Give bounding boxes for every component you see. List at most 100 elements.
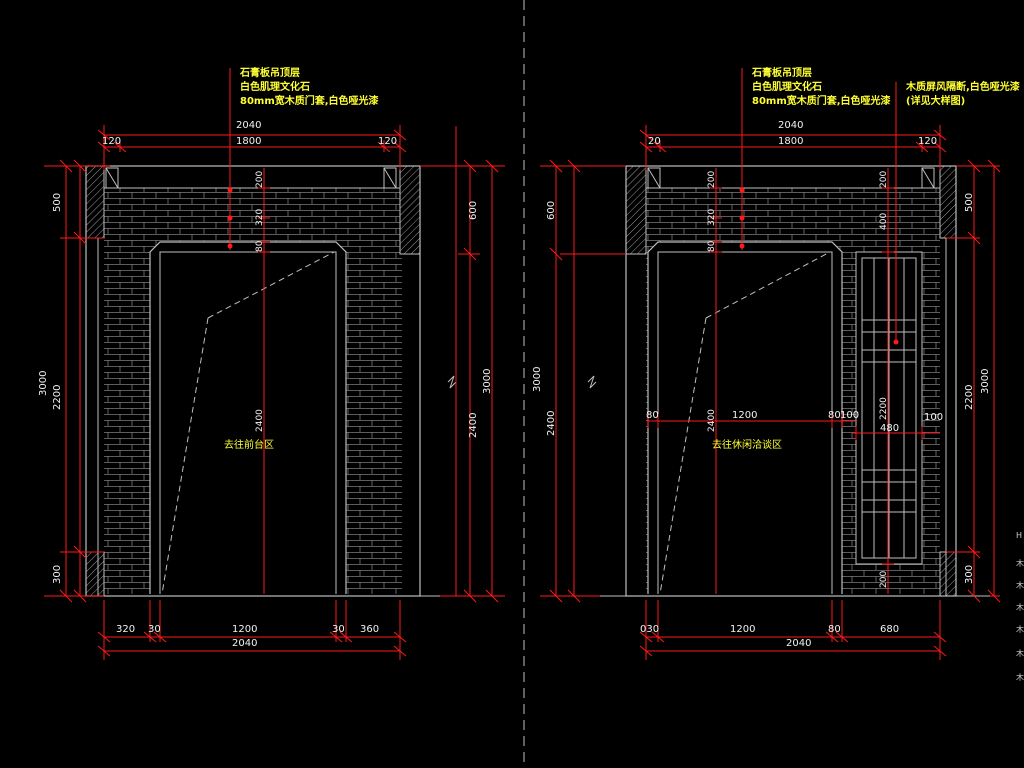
screen-v-3: 2200 bbox=[879, 397, 889, 420]
edge-glyph: 木 bbox=[1016, 672, 1024, 682]
right-bottom-seg-1: 030 bbox=[640, 624, 659, 635]
right-leader-points bbox=[739, 187, 899, 345]
screen-v-4: 200 bbox=[879, 571, 889, 588]
left-dim-left-1: 500 bbox=[52, 193, 63, 212]
left-dim-right-2: 2400 bbox=[468, 413, 479, 438]
left-note-ceiling: 石膏板吊顶层 bbox=[239, 66, 300, 79]
left-bottom-seg-5: 360 bbox=[360, 624, 379, 635]
right-dim-right-3: 300 bbox=[964, 565, 975, 584]
left-note-stone: 白色肌理文化石 bbox=[240, 80, 310, 93]
middle-dim-6: 100 bbox=[924, 412, 943, 423]
left-bottom-seg-2: 30 bbox=[148, 624, 161, 635]
middle-dim-3: 80 bbox=[828, 410, 841, 421]
left-top-seg-3: 120 bbox=[378, 136, 397, 147]
left-bottom-total: 2040 bbox=[232, 638, 257, 649]
middle-dim-4: 100 bbox=[840, 410, 859, 421]
left-inner-v-4: 2400 bbox=[255, 409, 265, 432]
edge-glyphs: H 木 木 木 木 木 木 bbox=[1016, 531, 1024, 682]
right-bottom-seg-2: 1200 bbox=[730, 624, 755, 635]
right-hatch-col-bottom-right bbox=[939, 551, 957, 597]
left-top-seg-2: 1800 bbox=[236, 136, 261, 147]
edge-glyph: 木 bbox=[1016, 580, 1024, 590]
screen-lattice bbox=[862, 258, 916, 558]
right-vent-x1 bbox=[647, 167, 661, 189]
left-hatch-col-top-right bbox=[399, 165, 421, 255]
edge-glyph: H bbox=[1016, 531, 1022, 540]
left-door-leaf-2 bbox=[161, 317, 209, 595]
right-dim-right-total: 3000 bbox=[980, 369, 991, 394]
right-top-seg-2: 1800 bbox=[778, 136, 803, 147]
left-door-frame-inner bbox=[159, 251, 337, 594]
middle-dim-5: 480 bbox=[880, 423, 899, 434]
left-vent-right bbox=[383, 167, 397, 189]
right-door-label: 去往休闲洽谈区 bbox=[712, 438, 782, 451]
right-dim-left-total: 3000 bbox=[532, 367, 543, 392]
left-note-door-frame: 80mm宽木质门套,白色哑光漆 bbox=[240, 94, 379, 107]
edge-glyph: 木 bbox=[1016, 648, 1024, 658]
left-elevation bbox=[60, 165, 457, 597]
right-top-total: 2040 bbox=[778, 120, 803, 131]
right-inner-v-3: 80 bbox=[707, 240, 717, 252]
left-leader-points bbox=[227, 187, 233, 249]
left-door-leaf-1 bbox=[207, 251, 335, 319]
right-vent-x2 bbox=[921, 167, 935, 189]
right-notes: 石膏板吊顶层 白色肌理文化石 80mm宽木质门套,白色哑光漆 木质屏风隔断,白色… bbox=[751, 66, 1020, 107]
left-dim-right-1: 600 bbox=[468, 201, 479, 220]
left-bottom-seg-1: 320 bbox=[116, 624, 135, 635]
right-break-symbol bbox=[587, 375, 597, 389]
left-inner-v-1: 200 bbox=[255, 171, 265, 188]
edge-glyph: 木 bbox=[1016, 558, 1024, 568]
left-inner-v-3: 80 bbox=[255, 240, 265, 252]
right-door-leaf-2 bbox=[659, 317, 707, 595]
left-break-symbol bbox=[447, 375, 457, 389]
screen-v-2: 400 bbox=[879, 213, 889, 230]
edge-glyph: 木 bbox=[1016, 624, 1024, 634]
right-inner-v-2: 320 bbox=[707, 209, 717, 226]
left-dim-left-2: 2200 bbox=[52, 385, 63, 410]
middle-dim-2: 1200 bbox=[732, 410, 757, 421]
right-dim-left-2: 2400 bbox=[546, 411, 557, 436]
right-note-ceiling: 石膏板吊顶层 bbox=[751, 66, 812, 79]
left-vent-left bbox=[105, 167, 119, 189]
right-dim-right-1: 500 bbox=[964, 193, 975, 212]
middle-dim-1: 80 bbox=[646, 410, 659, 421]
left-bottom-seg-4: 30 bbox=[332, 624, 345, 635]
left-bottom-seg-3: 1200 bbox=[232, 624, 257, 635]
left-vent-x2 bbox=[383, 167, 397, 189]
left-hatch-col-bottom-left bbox=[85, 551, 105, 597]
left-door-label: 去往前台区 bbox=[224, 438, 274, 451]
right-dim-left-1: 600 bbox=[546, 201, 557, 220]
left-brick-left bbox=[104, 254, 150, 594]
left-hatch-col-top-left bbox=[85, 165, 105, 239]
right-door-leaf-1 bbox=[705, 251, 831, 319]
left-dim-left-3: 300 bbox=[52, 565, 63, 584]
right-vent-right bbox=[921, 167, 935, 189]
right-elevation bbox=[587, 165, 990, 597]
left-dim-right-total: 3000 bbox=[482, 369, 493, 394]
screen-v-1: 200 bbox=[879, 171, 889, 188]
left-vent-x1 bbox=[105, 167, 119, 189]
right-hatch-col-top-right bbox=[939, 165, 957, 239]
right-bottom-total: 2040 bbox=[786, 638, 811, 649]
left-top-seg-1: 120 bbox=[102, 136, 121, 147]
right-inner-v-4: 2400 bbox=[707, 409, 717, 432]
right-top-seg-1: 20 bbox=[648, 136, 661, 147]
edge-glyph: 木 bbox=[1016, 602, 1024, 612]
right-dim-right-2: 2200 bbox=[964, 385, 975, 410]
right-note-stone: 白色肌理文化石 bbox=[752, 80, 822, 93]
left-notes: 石膏板吊顶层 白色肌理文化石 80mm宽木质门套,白色哑光漆 bbox=[239, 66, 379, 107]
right-bottom-seg-3: 80 bbox=[828, 624, 841, 635]
right-hatch-col-top-left bbox=[625, 165, 647, 255]
left-inner-v-2: 320 bbox=[255, 209, 265, 226]
right-note-screen-detail: (详见大样图) bbox=[906, 94, 965, 107]
right-top-seg-3: 120 bbox=[918, 136, 937, 147]
left-door-frame-outer bbox=[149, 241, 347, 594]
left-top-total: 2040 bbox=[236, 120, 261, 131]
right-bottom-seg-4: 680 bbox=[880, 624, 899, 635]
right-vent-left bbox=[647, 167, 661, 189]
left-brick-right bbox=[346, 254, 402, 594]
right-inner-v-1: 200 bbox=[707, 171, 717, 188]
right-note-screen: 木质屏风隔断,白色哑光漆 bbox=[905, 80, 1020, 93]
right-note-door-frame: 80mm宽木质门套,白色哑光漆 bbox=[752, 94, 891, 107]
